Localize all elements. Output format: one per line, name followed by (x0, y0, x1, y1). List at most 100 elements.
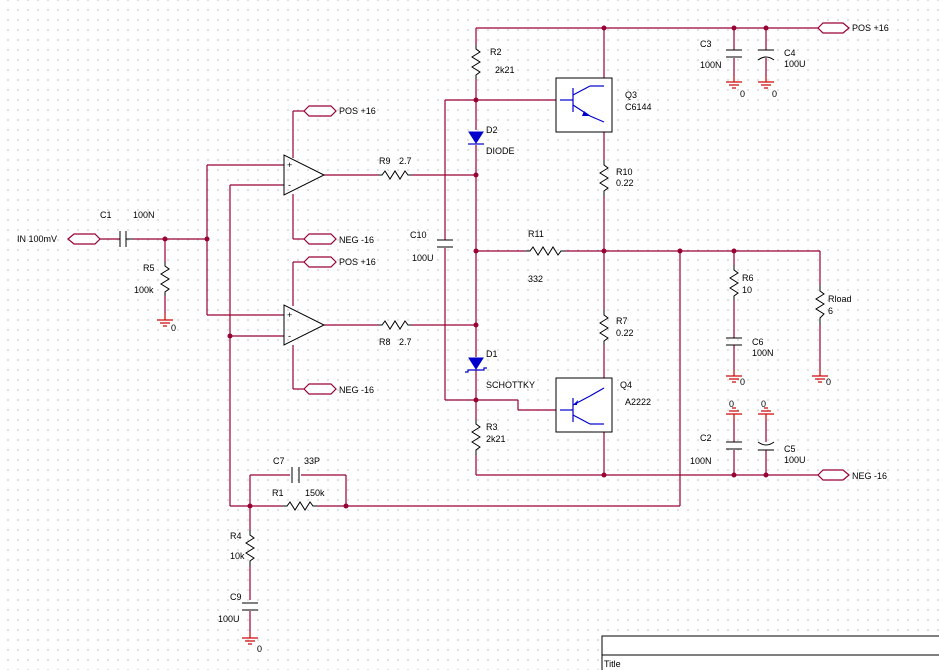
port-in: IN 100mV (17, 233, 101, 245)
svg-text:R8: R8 (379, 337, 391, 347)
resistor-r1: R1 150k (272, 488, 325, 511)
svg-text:-: - (288, 180, 291, 190)
svg-text:2k21: 2k21 (495, 65, 515, 75)
ground-c6: 0 (725, 369, 745, 387)
port-neg-u1: NEG -16 (303, 233, 374, 245)
resistor-r10: R10 0.22 (599, 160, 634, 196)
resistor-r6: R6 10 (729, 265, 754, 300)
svg-text:0: 0 (171, 323, 176, 333)
svg-text:R3: R3 (486, 422, 498, 432)
svg-text:-: - (288, 331, 291, 341)
diode-d2: D2 DIODE (468, 125, 515, 156)
transistor-q3: Q3 C6144 (555, 77, 652, 133)
svg-text:0: 0 (761, 399, 766, 409)
capacitor-c5: C5 100U (757, 441, 806, 465)
svg-text:10: 10 (742, 285, 752, 295)
svg-text:C9: C9 (230, 592, 242, 602)
svg-text:C6144: C6144 (625, 102, 652, 112)
capacitor-c9: C9 100U (218, 592, 258, 624)
capacitor-c1: C1 100N (100, 210, 155, 247)
svg-text:33P: 33P (304, 456, 320, 466)
ground-c2: 0 (725, 399, 743, 421)
port-pos-u2: POS +16 (303, 256, 376, 268)
svg-text:SCHOTTKY: SCHOTTKY (486, 380, 535, 390)
svg-text:C5: C5 (784, 444, 796, 454)
resistor-r8: R8 2.7 (378, 320, 412, 347)
resistor-r4: R4 10k (230, 530, 255, 566)
ground-r5: 0 (156, 313, 176, 333)
ground-rload: 0 (811, 369, 831, 387)
port-neg-u2: NEG -16 (303, 383, 374, 395)
svg-text:100U: 100U (784, 59, 806, 69)
capacitor-c7: C7 33P (273, 456, 320, 483)
svg-text:Q3: Q3 (625, 90, 637, 100)
svg-text:0: 0 (740, 377, 745, 387)
svg-text:R5: R5 (143, 263, 155, 273)
svg-text:0: 0 (740, 89, 745, 99)
ground-c3: 0 (725, 75, 745, 99)
svg-text:100U: 100U (412, 253, 434, 263)
diode-d1: D1 SCHOTTKY (465, 349, 535, 390)
svg-text:100N: 100N (690, 456, 712, 466)
capacitor-c4: C4 100U (757, 48, 806, 69)
svg-text:0: 0 (257, 644, 262, 654)
svg-text:Q4: Q4 (620, 380, 632, 390)
transistor-q4: Q4 A2222 (555, 377, 651, 433)
svg-text:D1: D1 (486, 349, 498, 359)
svg-text:IN 100mV: IN 100mV (17, 234, 57, 244)
svg-text:0.22: 0.22 (616, 328, 634, 338)
svg-text:100U: 100U (784, 455, 806, 465)
svg-text:100k: 100k (134, 285, 154, 295)
ground-c4: 0 (757, 75, 777, 99)
svg-text:POS +16: POS +16 (339, 106, 376, 116)
svg-text:R9: R9 (379, 156, 391, 166)
resistor-r9: R9 2.7 (378, 156, 412, 180)
capacitor-c10: C10 100U (410, 230, 453, 263)
svg-text:100N: 100N (700, 60, 722, 70)
resistor-r3: R3 2k21 (471, 420, 506, 455)
svg-text:R6: R6 (742, 273, 754, 283)
svg-text:R10: R10 (616, 167, 633, 177)
svg-text:100U: 100U (218, 614, 240, 624)
svg-text:D2: D2 (486, 125, 498, 135)
svg-text:R4: R4 (230, 531, 242, 541)
junction-dots (162, 25, 769, 509)
capacitor-c2: C2 100N (690, 433, 742, 466)
svg-text:C1: C1 (100, 210, 112, 220)
svg-text:10k: 10k (230, 551, 245, 561)
svg-text:2k21: 2k21 (486, 434, 506, 444)
ground-c9: 0 (241, 631, 262, 654)
resistor-r2: R2 2k21 (471, 45, 515, 79)
svg-text:NEG -16: NEG -16 (339, 235, 374, 245)
svg-text:2.7: 2.7 (399, 156, 412, 166)
svg-text:NEG -16: NEG -16 (339, 385, 374, 395)
svg-text:R11: R11 (528, 229, 544, 239)
opamp-u1: + - (282, 154, 326, 196)
resistor-rload: Rload 6 (815, 285, 852, 325)
svg-text:R2: R2 (490, 47, 502, 57)
svg-text:+: + (287, 160, 292, 170)
svg-text:0.22: 0.22 (616, 178, 634, 188)
resistor-r11: R11 332 (525, 229, 566, 284)
port-pos-u1: POS +16 (303, 105, 376, 117)
resistor-r7: R7 0.22 (599, 310, 634, 345)
svg-text:0: 0 (772, 89, 777, 99)
title-block: Title (601, 635, 939, 670)
svg-text:Title: Title (604, 659, 621, 669)
svg-text:+: + (287, 310, 292, 320)
svg-text:C7: C7 (273, 456, 285, 466)
capacitor-c3: C3 100N (700, 39, 742, 70)
svg-text:332: 332 (528, 274, 543, 284)
wires (98, 27, 821, 632)
port-neg-bottom: NEG -16 (817, 469, 887, 481)
svg-text:6: 6 (828, 306, 833, 316)
resistor-r5: R5 100k (134, 262, 170, 296)
svg-text:A2222: A2222 (625, 397, 651, 407)
svg-text:100N: 100N (133, 210, 155, 220)
svg-text:R7: R7 (616, 316, 628, 326)
svg-text:DIODE: DIODE (486, 146, 515, 156)
svg-text:150k: 150k (305, 488, 325, 498)
svg-text:100N: 100N (752, 348, 774, 358)
